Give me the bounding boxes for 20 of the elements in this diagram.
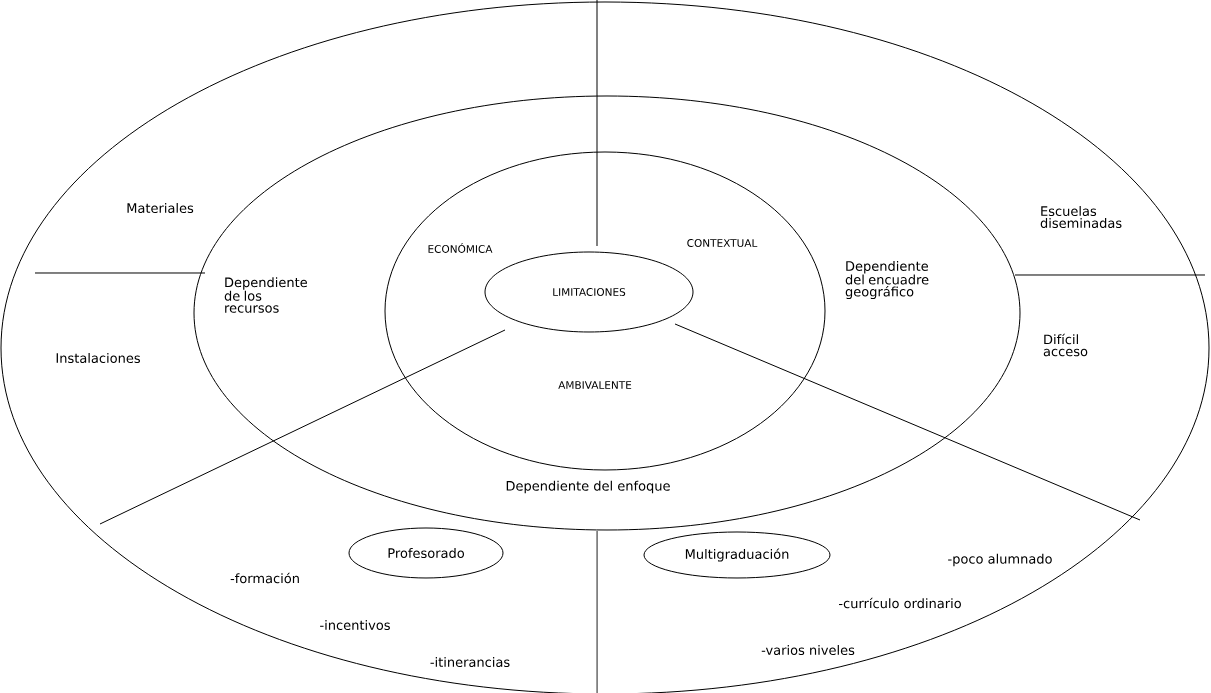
sector-label: ECONÓMICA xyxy=(428,243,493,253)
sector-label: Escuelas diseminadas xyxy=(1040,205,1122,229)
sector-label: -itinerancias xyxy=(430,656,510,668)
sector-label: -incentivos xyxy=(320,619,390,631)
sector-label: Dependiente del encuadre geográfico xyxy=(845,260,929,300)
sector-label: Materiales xyxy=(127,202,194,214)
sector-label: Instalaciones xyxy=(56,352,140,364)
sector-label: Dependiente de los recursos xyxy=(224,277,307,313)
ellipse-label: Profesorado xyxy=(348,527,504,579)
sector-label: Dependiente del enfoque xyxy=(506,480,670,494)
sector-label: -formación xyxy=(230,572,299,584)
ring-ellipse xyxy=(193,95,1021,531)
sector-label: Difícil acceso xyxy=(1043,333,1088,357)
sector-label: -poco alumnado xyxy=(948,553,1052,567)
sector-label: CONTEXTUAL xyxy=(687,239,758,247)
sector-label: -varios niveles xyxy=(761,644,855,656)
sector-label: AMBIVALENTE xyxy=(558,381,632,389)
sector-label: -currículo ordinario xyxy=(839,597,961,609)
ellipse-label: Multigraduación xyxy=(643,531,831,579)
ring-ellipse xyxy=(384,151,826,471)
